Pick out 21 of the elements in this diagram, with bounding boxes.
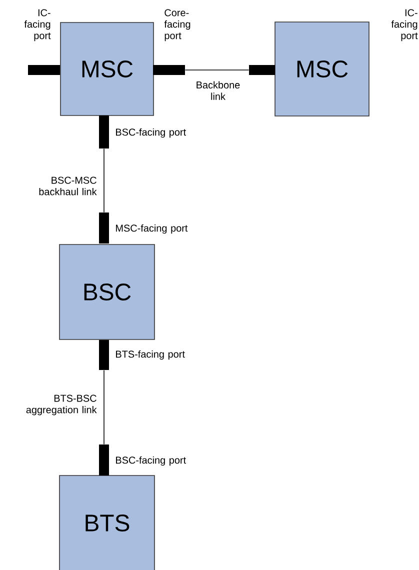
- port-label: IC- facing port: [391, 9, 418, 42]
- port-bar: [99, 212, 109, 244]
- port-label: MSC-facing port: [116, 224, 188, 234]
- edge-label: BTS-BSC aggregation link: [26, 394, 97, 416]
- port-label: BSC-facing port: [116, 456, 186, 466]
- port-label: BTS-facing port: [116, 350, 185, 360]
- device-box: BSC: [59, 244, 155, 340]
- port-bar: [99, 340, 109, 370]
- port-bar: [99, 116, 109, 148]
- device-box: BTS: [59, 475, 155, 570]
- port-bar: [249, 65, 275, 75]
- port-label: IC- facing port: [24, 9, 51, 42]
- device-box: MSC: [274, 22, 370, 116]
- edge-label: Backbone link: [196, 81, 240, 100]
- port-label: BSC-facing port: [116, 128, 186, 138]
- port-bar: [99, 444, 109, 476]
- port-bar: [28, 65, 60, 75]
- device-box: MSC: [60, 22, 154, 116]
- port-label: Core- facing port: [164, 9, 190, 42]
- edge-label: BSC-MSC backhaul link: [39, 176, 97, 196]
- port-bar: [153, 65, 185, 75]
